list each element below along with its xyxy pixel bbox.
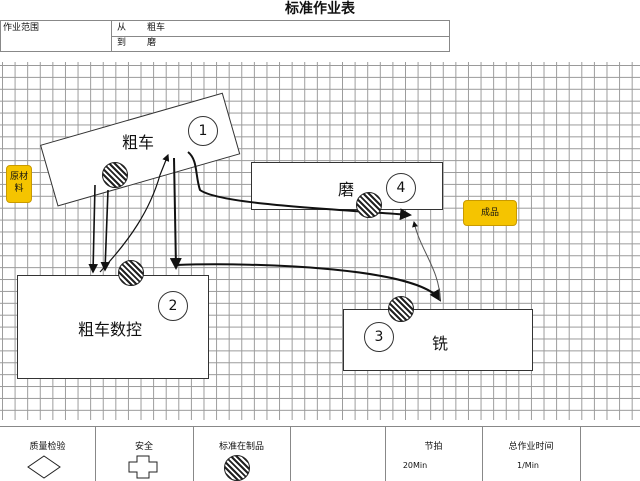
finished-product-tag: 成品 [463, 200, 517, 226]
to-value: 磨 [147, 38, 157, 48]
from-value: 粗车 [147, 23, 166, 33]
cross-icon [128, 455, 158, 479]
legend-footer: 质量检验 安全 标准在制品 节拍 总作业时间 20Min 1/Min [0, 426, 640, 481]
station-grinding-label: 磨 [338, 180, 355, 199]
station-cnc-rough-turning [17, 275, 209, 379]
station-rough-turning-label: 粗车 [122, 133, 155, 152]
finished-product-label: 成品 [480, 208, 499, 218]
station-milling-label: 铣 [432, 334, 449, 353]
from-label: 从 [117, 23, 127, 33]
takt-label: 节拍 [424, 442, 443, 452]
wip-legend-icon [224, 455, 250, 481]
raw-material-label: 原材料 [9, 172, 28, 194]
station-number-2: 2 [158, 291, 188, 321]
station-number-3: 3 [364, 322, 394, 352]
wip-marker-icon [118, 260, 144, 286]
wip-marker-icon [388, 296, 414, 322]
quality-check-label: 质量检验 [29, 442, 66, 452]
takt-value: 20Min [402, 461, 428, 470]
station-cnc-rough-turning-label: 粗车数控 [78, 320, 143, 339]
scope-label: 作业范围 [3, 23, 40, 33]
station-number-4: 4 [386, 173, 416, 203]
raw-material-tag: 原材料 [6, 165, 32, 203]
wip-marker-icon [356, 192, 382, 218]
station-number-1: 1 [188, 116, 218, 146]
wip-marker-icon [102, 162, 128, 188]
scope-table: 作业范围 从 粗车 到 磨 [0, 20, 450, 52]
page-title: 标准作业表 [285, 1, 355, 17]
diamond-icon [27, 455, 61, 479]
safety-label: 安全 [134, 442, 153, 452]
wip-label: 标准在制品 [218, 442, 264, 452]
total-time-value: 1/Min [517, 461, 539, 470]
to-label: 到 [117, 38, 127, 48]
total-time-label: 总作业时间 [508, 442, 554, 452]
